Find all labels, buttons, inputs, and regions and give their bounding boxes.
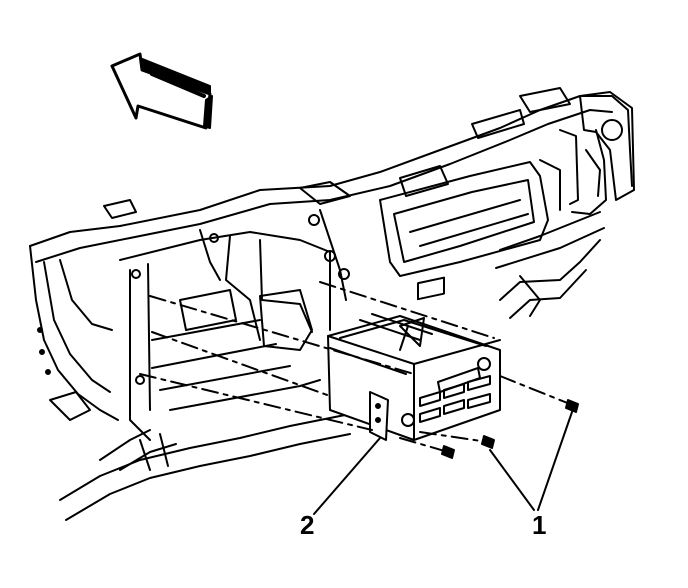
leader-lines	[313, 411, 573, 515]
instrument-panel-carrier	[29, 87, 635, 521]
alignment-lines	[139, 281, 571, 453]
callout-label-2: 2	[300, 510, 315, 540]
radio-unit	[327, 276, 501, 441]
forward-arrow-icon	[110, 52, 213, 130]
radio-screws	[441, 399, 579, 459]
callout-label-1: 1	[532, 510, 547, 540]
